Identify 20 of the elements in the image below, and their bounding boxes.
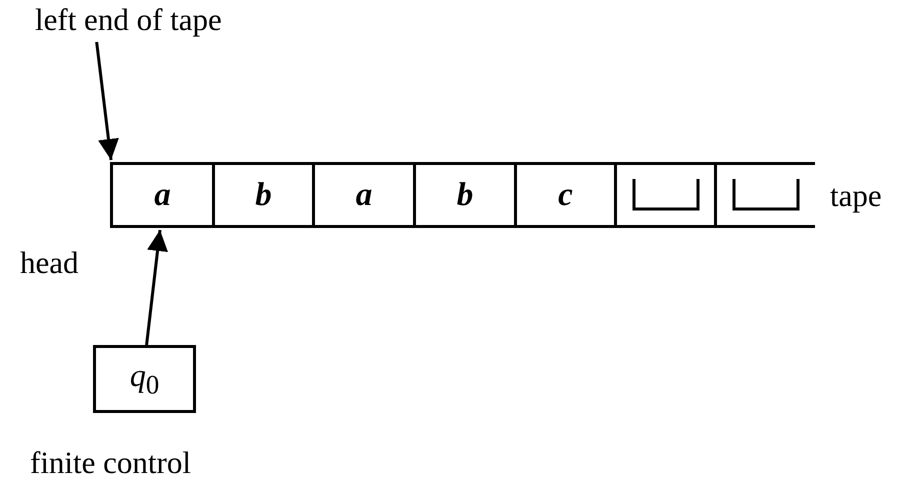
tape-cell — [110, 162, 212, 228]
tape-symbol: a — [154, 176, 171, 214]
tape-cell — [212, 162, 312, 228]
callout-text: left end of tape — [35, 2, 222, 38]
state-label: q$_{0}$ — [130, 357, 160, 401]
tape-symbol: b — [255, 176, 272, 214]
tape-cell — [714, 162, 815, 228]
state-box — [93, 345, 196, 413]
box-caption: finite control — [30, 445, 191, 481]
tape-cell — [413, 162, 514, 228]
tape-symbol: c — [558, 176, 573, 214]
tape-symbol: a — [356, 176, 372, 214]
arrow — [145, 230, 168, 346]
tape-cell — [614, 162, 714, 228]
tape-symbol: b — [456, 176, 474, 214]
part-label: head — [20, 245, 79, 281]
tape-cell — [514, 162, 614, 228]
arrow — [95, 42, 119, 160]
part-label: tape — [830, 178, 882, 214]
tape-cell — [312, 162, 413, 228]
